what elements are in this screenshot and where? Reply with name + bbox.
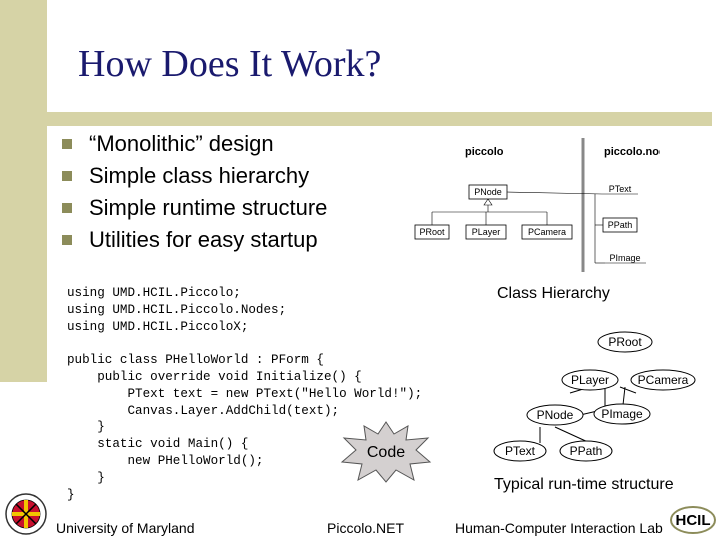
bullet-square-icon <box>62 171 72 181</box>
runtime-node-ptext <box>493 440 547 462</box>
class-label-proot: PRoot <box>419 227 445 237</box>
runtime-structure-diagram: PRoot PLayer PCamera PNode PImage PText … <box>493 331 696 462</box>
bullet-list: “Monolithic” design Simple class hierarc… <box>62 128 327 256</box>
class-label-ppath: PPath <box>608 220 633 230</box>
runtime-label-ptext: PText <box>505 444 536 458</box>
runtime-node-pnode <box>526 404 584 426</box>
code-badge: Code <box>340 421 432 483</box>
runtime-label-proot: PRoot <box>608 335 642 349</box>
footer-project: Piccolo.NET <box>327 520 405 536</box>
runtime-structure-caption: Typical run-time structure <box>494 476 674 493</box>
bullet-item: “Monolithic” design <box>62 128 327 160</box>
runtime-node-player <box>561 369 619 391</box>
bullet-square-icon <box>62 203 72 213</box>
class-label-pcamera: PCamera <box>528 227 566 237</box>
bullet-text: “Monolithic” design <box>89 131 274 156</box>
bullet-square-icon <box>62 235 72 245</box>
runtime-label-ppath: PPath <box>570 444 603 458</box>
runtime-label-pnode: PNode <box>537 408 574 422</box>
starburst-shape <box>340 421 432 483</box>
code-line: using UMD.HCIL.Piccolo; <box>67 286 241 300</box>
bullet-square-icon <box>62 139 72 149</box>
class-label-pnode: PNode <box>474 187 502 197</box>
code-line: } <box>67 470 105 485</box>
code-line: public class PHelloWorld : PForm { <box>67 353 324 368</box>
class-hierarchy-diagram: piccolo piccolo.nodes PNode PRoot PLayer… <box>414 138 660 272</box>
code-line: } <box>67 487 75 502</box>
code-badge-label: Code <box>367 444 405 461</box>
left-accent-bar <box>0 0 47 382</box>
bullet-item: Utilities for easy startup <box>62 224 327 256</box>
svg-text:HCIL: HCIL <box>676 512 711 529</box>
code-line: Canvas.Layer.AddChild(text); <box>67 403 340 418</box>
bullet-item: Simple runtime structure <box>62 192 327 224</box>
package-piccolo-label: piccolo <box>465 146 504 158</box>
code-line: PText text = new PText("Hello World!"); <box>67 386 423 401</box>
code-line: static void Main() { <box>67 437 249 452</box>
bullet-item: Simple class hierarchy <box>62 160 327 192</box>
university-seal-icon <box>5 493 47 535</box>
code-line: new PHelloWorld(); <box>67 453 264 468</box>
runtime-label-pcamera: PCamera <box>638 373 689 387</box>
bullet-text: Simple runtime structure <box>89 195 328 220</box>
runtime-node-proot <box>597 331 653 353</box>
code-line: using UMD.HCIL.Piccolo.Nodes; <box>67 302 287 317</box>
code-line: } <box>67 420 105 435</box>
title-rule-bar <box>47 112 712 126</box>
hcil-logo-icon: HCIL <box>670 506 716 534</box>
code-line: using UMD.HCIL.PiccoloX; <box>67 319 249 334</box>
class-label-pimage: PImage <box>609 253 640 263</box>
runtime-node-ppath <box>559 440 613 462</box>
runtime-node-pimage <box>593 403 651 425</box>
runtime-label-pimage: PImage <box>601 407 643 421</box>
runtime-label-player: PLayer <box>571 373 609 387</box>
code-sample: using UMD.HCIL.Piccolo; using UMD.HCIL.P… <box>67 285 422 503</box>
footer-university: University of Maryland <box>56 520 195 536</box>
class-label-player: PLayer <box>472 227 501 237</box>
code-line: public override void Initialize() { <box>67 369 362 384</box>
bullet-text: Utilities for easy startup <box>89 227 318 252</box>
package-nodes-label: piccolo.nodes <box>604 146 660 158</box>
class-label-ptext: PText <box>609 184 632 194</box>
slide-title: How Does It Work? <box>78 43 382 85</box>
class-hierarchy-caption: Class Hierarchy <box>497 285 610 302</box>
runtime-node-pcamera <box>630 369 696 391</box>
footer-lab: Human-Computer Interaction Lab <box>455 520 663 536</box>
bullet-text: Simple class hierarchy <box>89 163 310 188</box>
